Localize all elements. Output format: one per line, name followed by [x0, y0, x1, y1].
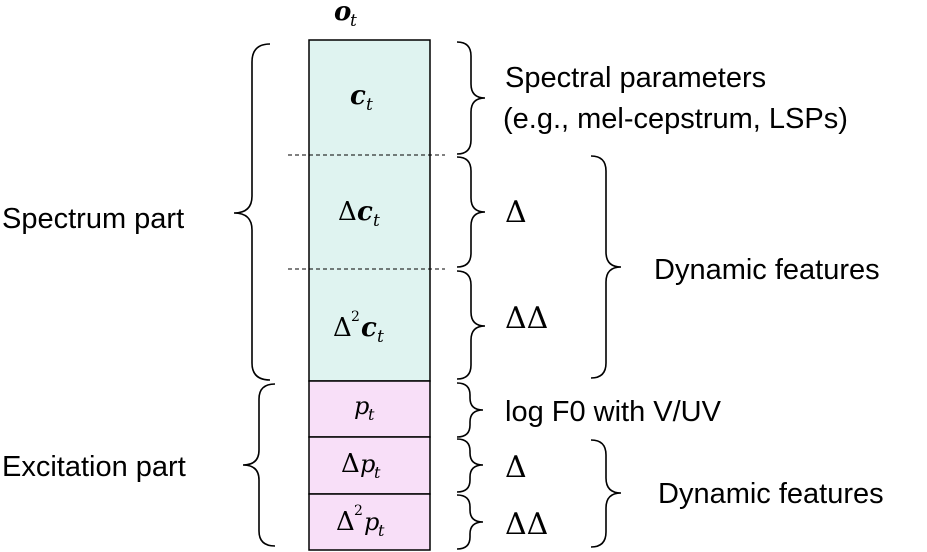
row-ddc-subscript: t — [377, 327, 384, 347]
row-dc-delta: Δ — [338, 197, 357, 227]
vector-symbol: o — [334, 0, 351, 27]
dynamic-features-excitation-label: Dynamic features — [658, 478, 884, 510]
row-dc-symbol: c — [357, 197, 373, 227]
row-dp-delta: Δ — [341, 449, 360, 479]
row-ddp-power: 2 — [354, 503, 363, 519]
right-brace-ddelta-exc — [456, 494, 484, 550]
row-dc-subscript: t — [373, 211, 380, 231]
right-brace-delta-exc — [456, 438, 484, 493]
row-p-symbol: p — [354, 392, 369, 420]
right-brace-dynamic-exc — [590, 439, 622, 548]
row-p-subscript: t — [368, 405, 375, 424]
spectrum-block — [308, 39, 431, 382]
row-ddc-delta: Δ — [333, 313, 352, 343]
row-label-ddc: Δ 2 c t — [333, 309, 384, 347]
spectral-parameters-line1: Spectral parameters — [505, 62, 766, 94]
delta-spectrum-label: Δ — [505, 195, 527, 230]
dynamic-features-spectrum-label: Dynamic features — [654, 254, 880, 286]
right-brace-logf0 — [456, 382, 484, 438]
row-ddp-subscript: t — [378, 521, 385, 540]
row-label-ddp: Δ 2 p t — [336, 503, 385, 540]
row-c-subscript: t — [366, 95, 373, 115]
ddelta-excitation-label: ΔΔ — [505, 507, 548, 542]
delta-excitation-label: Δ — [505, 450, 527, 485]
excitation-part-label: Excitation part — [2, 451, 186, 483]
row-ddp-symbol: p — [364, 508, 379, 536]
row-label-dc: Δ c t — [338, 197, 380, 231]
left-brace-spectrum — [233, 43, 271, 381]
right-brace-spectral — [456, 41, 486, 155]
right-brace-ddelta-spec — [456, 270, 486, 380]
row-ddc-power: 2 — [351, 309, 360, 325]
vector-subscript: t — [350, 11, 357, 31]
left-brace-excitation — [242, 383, 276, 547]
row-c-symbol: c — [350, 81, 366, 111]
ddelta-spectrum-label: ΔΔ — [505, 301, 548, 336]
right-brace-delta-spec — [456, 156, 486, 268]
spectrum-part-label: Spectrum part — [2, 203, 184, 235]
logf0-label: log F0 with V/UV — [505, 396, 722, 428]
row-label-dp: Δ p t — [341, 449, 381, 482]
row-dp-symbol: p — [360, 450, 375, 478]
excitation-cell-p — [308, 380, 431, 438]
row-ddp-delta: Δ — [336, 507, 355, 537]
row-dp-subscript: t — [374, 463, 381, 482]
excitation-cell-ddp — [308, 493, 431, 551]
right-brace-dynamic-spec — [590, 155, 622, 379]
row-label-c: c t — [350, 81, 373, 115]
row-ddc-symbol: c — [361, 313, 377, 343]
spectral-parameters-line2: (e.g., mel-cepstrum, LSPs) — [503, 103, 848, 135]
row-label-p: p t — [354, 392, 375, 424]
